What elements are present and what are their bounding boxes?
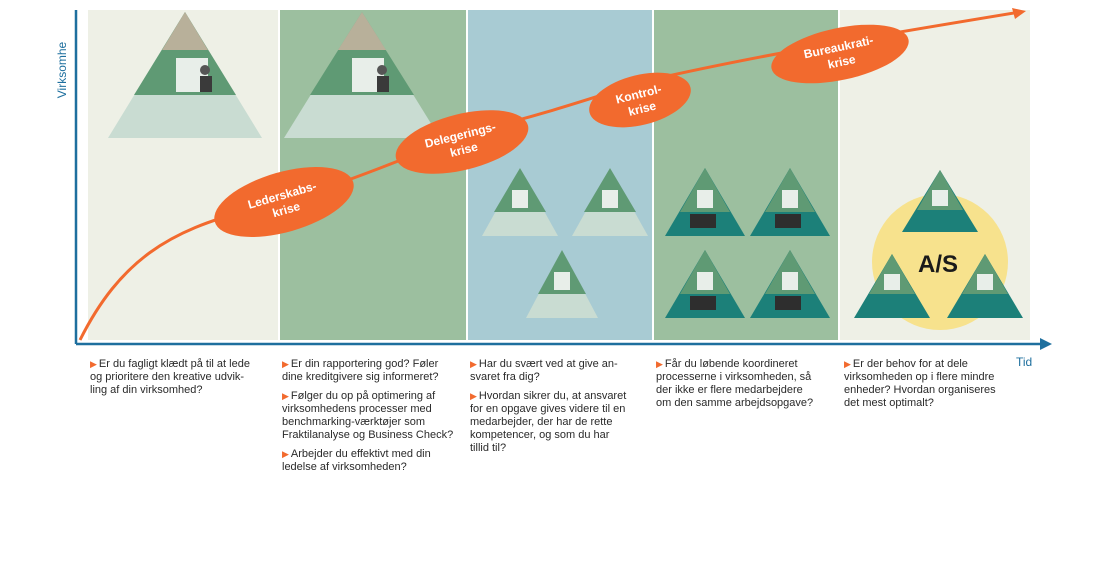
crisis-lederskab: Lederskabs- krise [214, 166, 354, 238]
crisis-label-line2: krise [449, 140, 480, 160]
bullet-arrow-icon: ▶ [282, 449, 289, 459]
question-line: Får du løbende koordineret [664, 358, 798, 370]
org-pyramid-icon [108, 12, 262, 138]
x-axis-label: Tid [1016, 355, 1032, 369]
question-line: svaret fra dig? [470, 371, 540, 383]
crisis-delegering: Delegerings- krise [395, 110, 529, 174]
question-line: Er du fagligt klædt på til at lede [98, 358, 250, 370]
org-pyramid-icon [665, 168, 745, 236]
crisis-label-line2: krise [627, 98, 658, 118]
org-pyramid-icon [572, 168, 648, 236]
as-label: A/S [918, 251, 958, 278]
question-line: enheder? Hvordan organiseres [844, 384, 996, 396]
question-line: for en opgave gives videre til en [470, 403, 626, 415]
org-pyramid-icon [482, 168, 558, 236]
question-line: det mest optimalt? [844, 397, 934, 409]
question-line: Har du svært ved at give an- [478, 358, 618, 370]
question-line: ling af din virksomhed? [90, 384, 203, 396]
org-pyramid-icon [526, 250, 598, 318]
question-line: Følger du op på optimering af [290, 390, 436, 402]
question-line: ledelse af virksomheden? [282, 461, 407, 473]
question-line: benchmarking-værktøjer som [282, 416, 426, 428]
question-line: Hvordan sikrer du, at ansvaret [478, 390, 627, 402]
crisis-kontrol: Kontrol- krise [589, 72, 691, 128]
question-line: Er der behov for at dele [852, 358, 968, 370]
org-pyramid-icon [854, 254, 930, 318]
org-pyramid-icon [665, 250, 745, 318]
question-line: Fraktilanalyse og Business Check? [282, 429, 454, 441]
bullet-arrow-icon: ▶ [470, 391, 477, 401]
question-line: virksomhedens processer med [282, 403, 432, 415]
org-pyramid-icon [750, 168, 830, 236]
bullet-arrow-icon: ▶ [470, 359, 477, 369]
question-line: Arbejder du effektivt med din [290, 448, 431, 460]
y-axis-label: Virksomhe [55, 41, 69, 98]
question-line: Er din rapportering god? Føler [290, 358, 439, 370]
org-pyramid-icon [750, 250, 830, 318]
org-pyramid-icon [902, 170, 978, 232]
crisis-label-line2: krise [826, 52, 857, 72]
bullet-arrow-icon: ▶ [282, 391, 289, 401]
question-bullet: ▶Har du svært ved at give an-svaret fra … [470, 358, 654, 384]
bullet-arrow-icon: ▶ [844, 359, 851, 369]
question-line: kompetencer, og som du har [470, 429, 610, 441]
bullet-arrow-icon: ▶ [282, 359, 289, 369]
question-line: medarbejder, der har de rette [470, 416, 613, 428]
org-pyramid-icon [947, 254, 1023, 318]
question-line: virksomheden op i flere mindre [844, 371, 995, 383]
bullet-arrow-icon: ▶ [90, 359, 97, 369]
phase-3-questions: ▶Har du svært ved at give an-svaret fra … [470, 358, 654, 461]
crisis-bureaukrati: Bureaukrati- krise [771, 24, 909, 84]
question-line: tillid til? [470, 442, 507, 454]
question-line: og prioritere den kreative udvik- [90, 371, 245, 383]
question-line: dine kreditgivere sig informeret? [282, 371, 439, 383]
org-pyramid-icon [284, 12, 440, 138]
question-line: der ikke er flere medarbejdere [656, 384, 803, 396]
x-axis-arrowhead [1040, 338, 1052, 350]
bullet-arrow-icon: ▶ [656, 359, 663, 369]
growth-curve-arrowhead [1012, 8, 1026, 19]
question-line: processerne i virksomheden, så [656, 371, 812, 383]
question-line: om den samme arbejdsopgave? [656, 397, 814, 409]
